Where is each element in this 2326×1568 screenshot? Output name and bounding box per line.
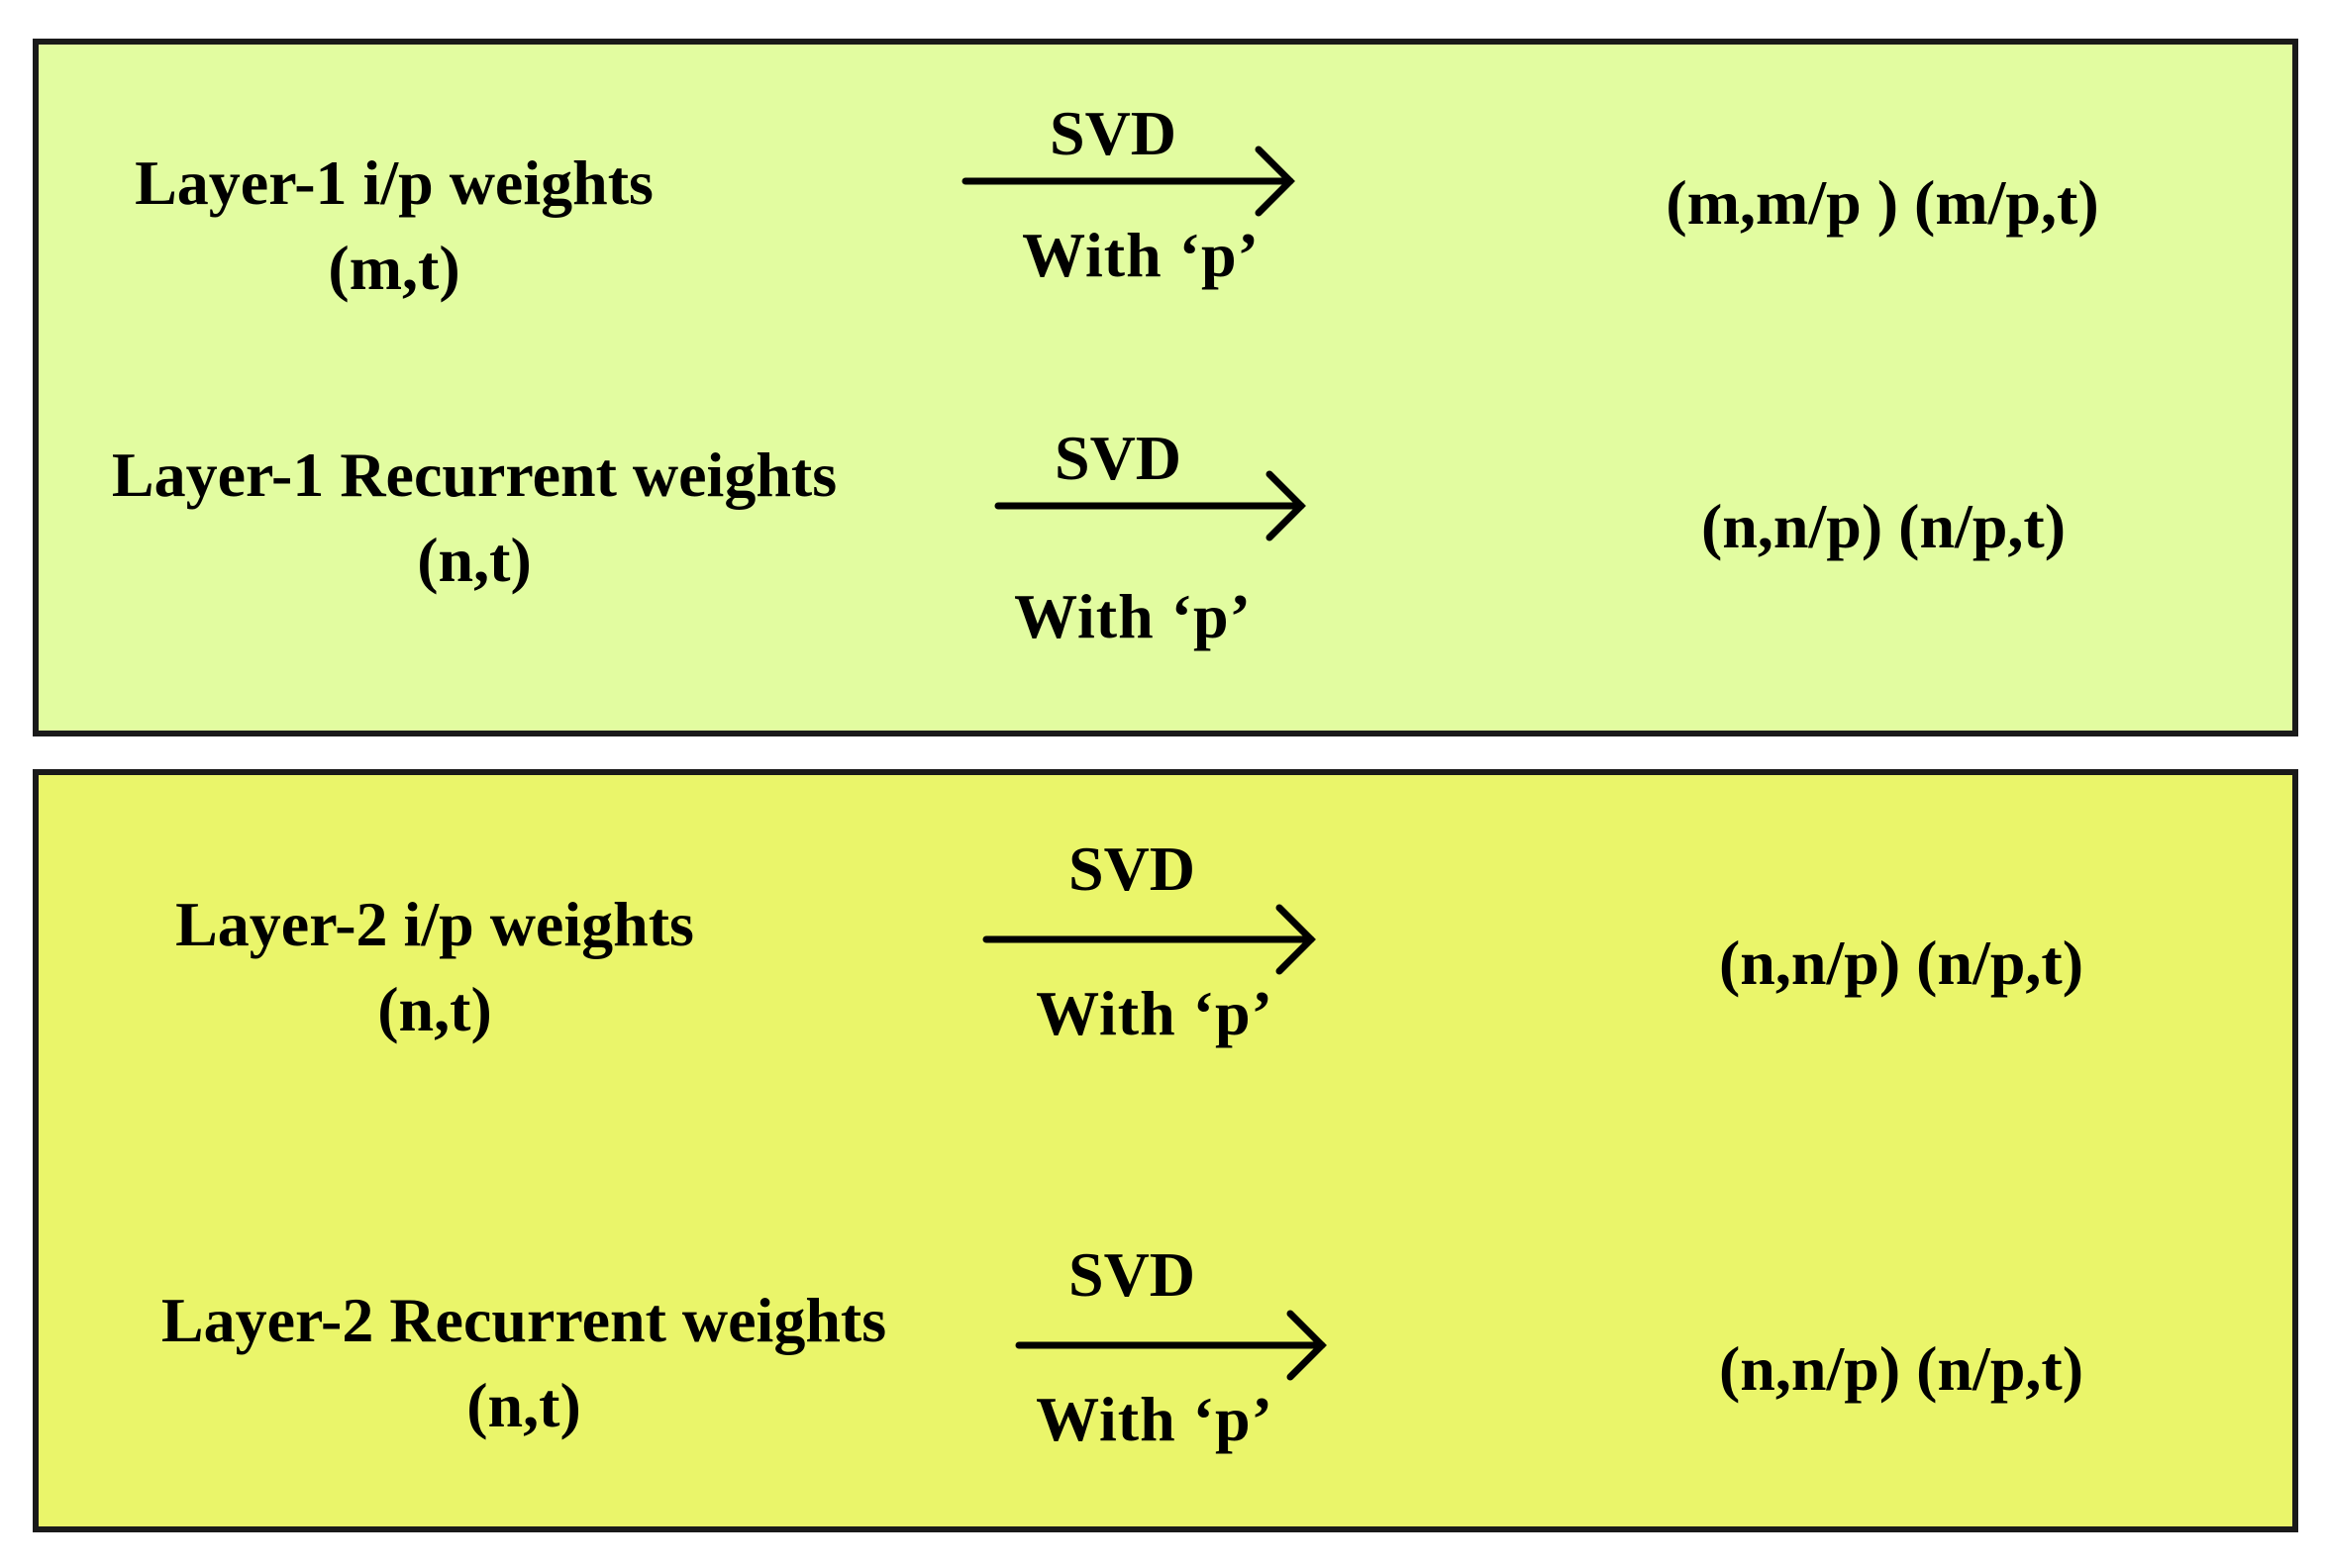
right-arrow-icon — [1015, 1310, 1327, 1381]
layer-2-panel: Layer-2 i/p weights (n,t) SVD With ‘p’ (… — [33, 769, 2298, 1532]
right-arrow-icon — [994, 470, 1306, 541]
weight-name: Layer-2 i/p weights — [175, 889, 694, 959]
weight-dimensions: (n,t) — [466, 1370, 581, 1440]
factorized-shapes: (m,m/p ) (m/p,t) — [1666, 167, 2099, 238]
layer-1-panel: Layer-1 i/p weights (m,t) SVD With ‘p’ (… — [33, 39, 2298, 736]
weight-dimensions: (n,t) — [377, 974, 492, 1044]
svd-label: SVD — [1049, 98, 1177, 168]
parameter-label: With ‘p’ — [1022, 220, 1260, 290]
parameter-label: With ‘p’ — [1014, 581, 1252, 651]
svd-label: SVD — [1067, 833, 1196, 904]
factorized-shapes: (n,n/p) (n/p,t) — [1700, 491, 2067, 561]
weight-name: Layer-2 Recurrent weights — [160, 1285, 887, 1355]
parameter-label: With ‘p’ — [1036, 1384, 1273, 1454]
weight-dimensions: (n,t) — [417, 525, 532, 595]
weight-name: Layer-1 i/p weights — [135, 147, 654, 218]
right-arrow-icon — [982, 904, 1316, 975]
weight-matrix-label: Layer-2 i/p weights (n,t) — [175, 882, 694, 1052]
factorized-shapes: (n,n/p) (n/p,t) — [1718, 1333, 2084, 1404]
weight-matrix-label: Layer-1 Recurrent weights (n,t) — [112, 433, 837, 603]
right-arrow-icon — [961, 146, 1295, 217]
parameter-label: With ‘p’ — [1036, 978, 1273, 1048]
weight-dimensions: (m,t) — [328, 233, 460, 303]
svd-label: SVD — [1054, 423, 1182, 493]
weight-matrix-label: Layer-1 i/p weights (m,t) — [135, 141, 654, 311]
weight-matrix-label: Layer-2 Recurrent weights (n,t) — [161, 1278, 886, 1448]
svd-label: SVD — [1067, 1239, 1196, 1310]
factorized-shapes: (n,n/p) (n/p,t) — [1718, 928, 2084, 998]
weight-name: Layer-1 Recurrent weights — [111, 440, 838, 510]
